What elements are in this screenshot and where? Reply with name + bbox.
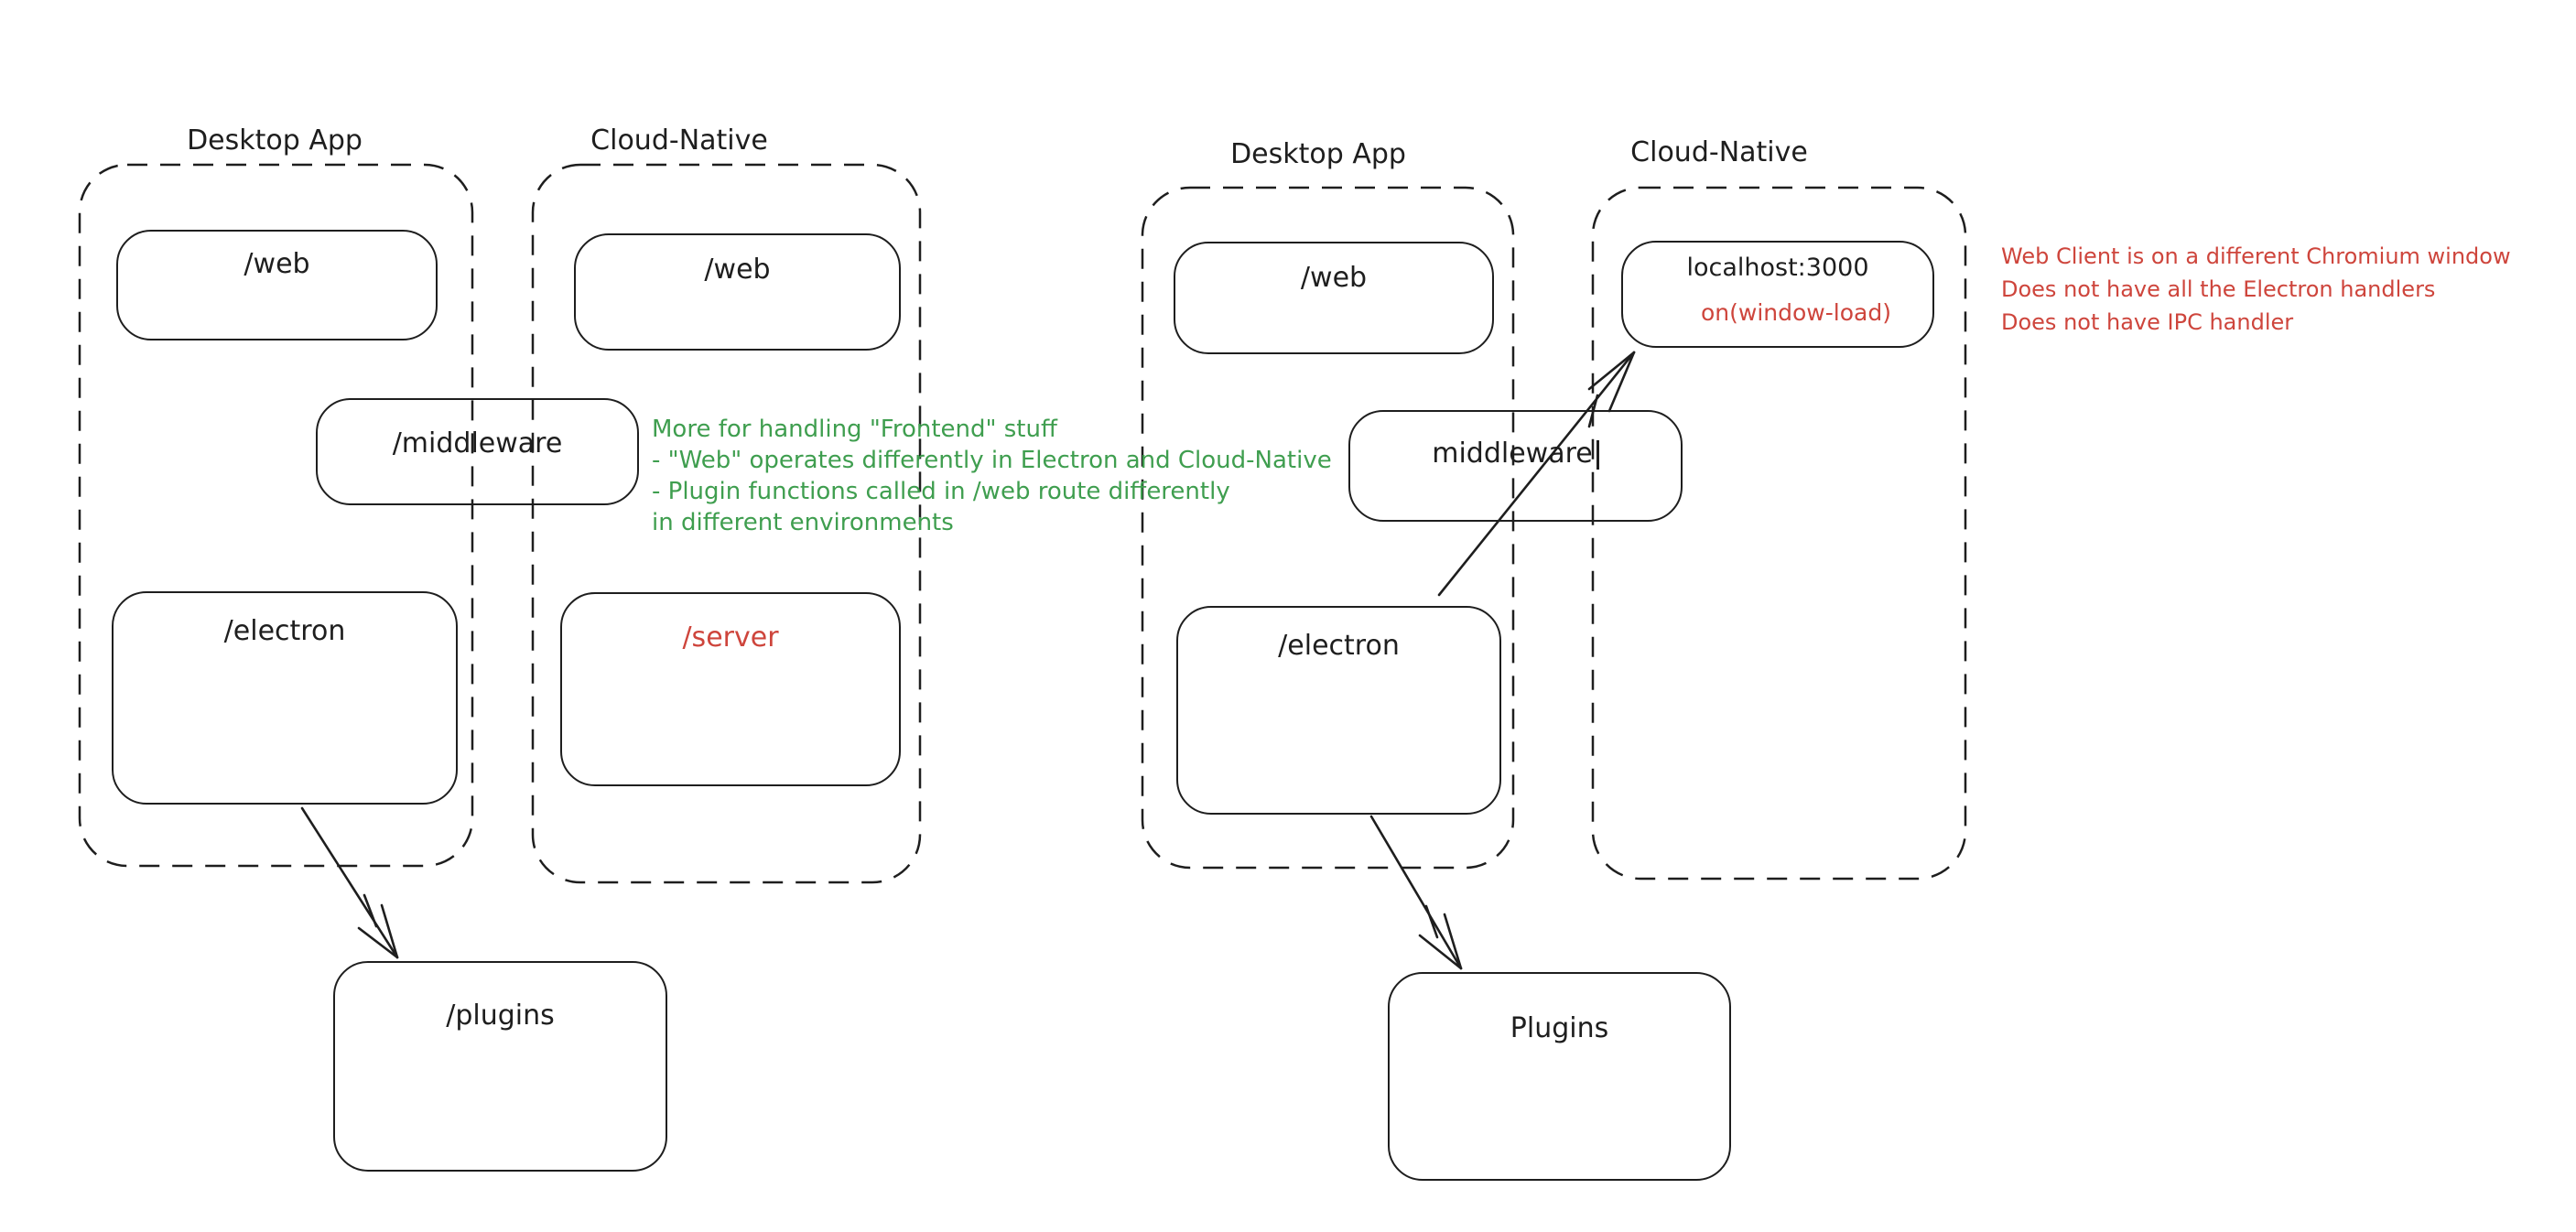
- box-left-desktop-web[interactable]: /web: [116, 230, 438, 340]
- note-red[interactable]: Web Client is on a different Chromium wi…: [2001, 240, 2511, 339]
- note-line: - "Web" operates differently in Electron…: [652, 447, 1332, 474]
- box-label: /electron: [1278, 630, 1400, 662]
- box-label: /web: [244, 248, 310, 280]
- box-label: /middleware: [392, 427, 563, 459]
- box-label: /web: [1300, 262, 1368, 294]
- box-left-electron[interactable]: /electron: [112, 591, 458, 805]
- box-left-middleware[interactable]: /middleware: [316, 398, 639, 505]
- box-label: /server: [682, 621, 779, 654]
- box-right-middleware[interactable]: middleware: [1348, 410, 1683, 522]
- arrow-left-electron-to-plugins[interactable]: [300, 806, 399, 959]
- box-label: localhost:3000: [1686, 254, 1869, 282]
- box-label-with-cursor: middleware: [1350, 438, 1681, 470]
- title-left-cloud-native[interactable]: Cloud-Native: [590, 124, 768, 157]
- title-right-desktop-app[interactable]: Desktop App: [1230, 138, 1406, 170]
- title-left-desktop-app[interactable]: Desktop App: [187, 124, 363, 157]
- box-label: /electron: [223, 615, 346, 647]
- box-right-desktop-web[interactable]: /web: [1174, 242, 1494, 354]
- box-label: /plugins: [446, 1000, 555, 1032]
- box-right-plugins[interactable]: Plugins: [1388, 972, 1731, 1181]
- note-line: Does not have all the Electron handlers: [2001, 276, 2436, 302]
- note-line: Web Client is on a different Chromium wi…: [2001, 243, 2511, 269]
- box-left-cloud-web[interactable]: /web: [574, 233, 901, 351]
- box-label: middleware: [1432, 438, 1593, 470]
- box-right-localhost[interactable]: localhost:3000 on(window-load): [1621, 241, 1934, 348]
- note-green[interactable]: More for handling "Frontend" stuff - "We…: [652, 414, 1332, 538]
- note-line: in different environments: [652, 509, 954, 536]
- box-label: Plugins: [1510, 1012, 1609, 1044]
- arrow-right-electron-to-plugins[interactable]: [1369, 815, 1463, 970]
- box-right-electron[interactable]: /electron: [1176, 606, 1501, 815]
- note-line: - Plugin functions called in /web route …: [652, 478, 1230, 505]
- note-line: Does not have IPC handler: [2001, 309, 2294, 335]
- box-label-event: on(window-load): [1701, 299, 1891, 326]
- title-right-cloud-native[interactable]: Cloud-Native: [1630, 136, 1808, 168]
- text-cursor: [1596, 440, 1599, 470]
- note-line: More for handling "Frontend" stuff: [652, 416, 1057, 443]
- box-label: /web: [704, 254, 771, 286]
- box-left-plugins[interactable]: /plugins: [333, 961, 667, 1172]
- box-left-server[interactable]: /server: [560, 592, 901, 786]
